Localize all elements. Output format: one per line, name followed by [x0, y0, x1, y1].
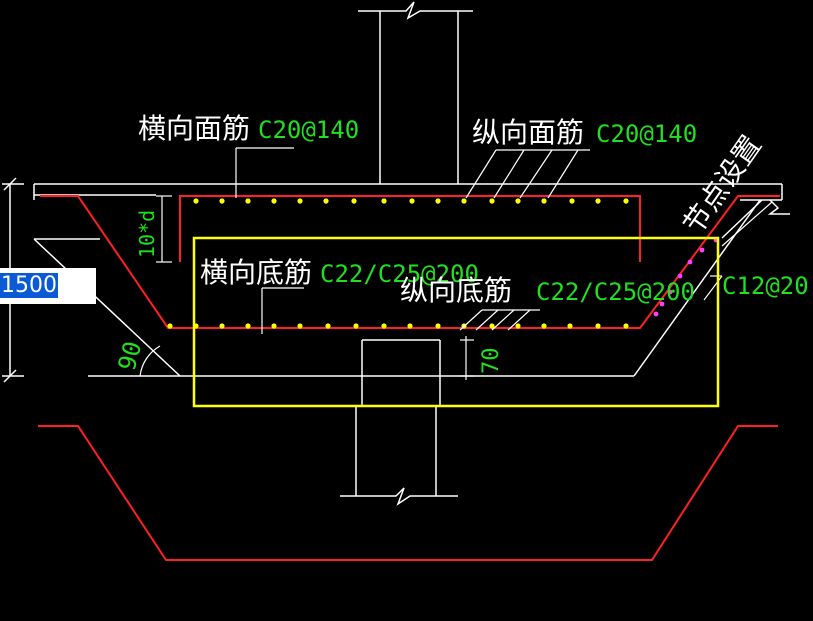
- anchor-dimension: [156, 195, 172, 263]
- column-above: [358, 1, 473, 184]
- bottom-rebar: [40, 195, 780, 329]
- top-rebar-dots: [193, 198, 629, 204]
- transverse-top-name: 横向面筋: [138, 112, 250, 145]
- leader-lines: [235, 147, 773, 334]
- longitudinal-bottom-spec: C22/C25@200: [536, 278, 695, 306]
- bottom-rebar-dots: [167, 323, 629, 329]
- longitudinal-top-spec: C20@140: [596, 120, 697, 148]
- transverse-bottom-spec: C22/C25@200: [320, 260, 479, 288]
- top-rebar: [179, 195, 641, 262]
- transverse-bottom-name: 横向底筋: [200, 256, 312, 289]
- dimension-edit-input[interactable]: 1500: [0, 268, 96, 304]
- slab-outline: [33, 199, 790, 377]
- side-bar-spec: C12@20: [722, 272, 809, 300]
- longitudinal-top-name: 纵向面筋: [472, 116, 584, 149]
- column-below: [340, 339, 458, 506]
- dimension-edit-value: 1500: [0, 273, 58, 298]
- cover-value-label: 70: [479, 348, 504, 375]
- longitudinal-bottom-name: 纵向底筋: [400, 274, 512, 307]
- anchor-length-label: 10*d: [135, 210, 159, 258]
- angle-arc: [139, 345, 161, 377]
- pit-outline: [38, 425, 778, 561]
- transverse-top-spec: C20@140: [258, 116, 359, 144]
- cover-dimension: [460, 336, 474, 380]
- selection-rectangle[interactable]: [192, 236, 720, 408]
